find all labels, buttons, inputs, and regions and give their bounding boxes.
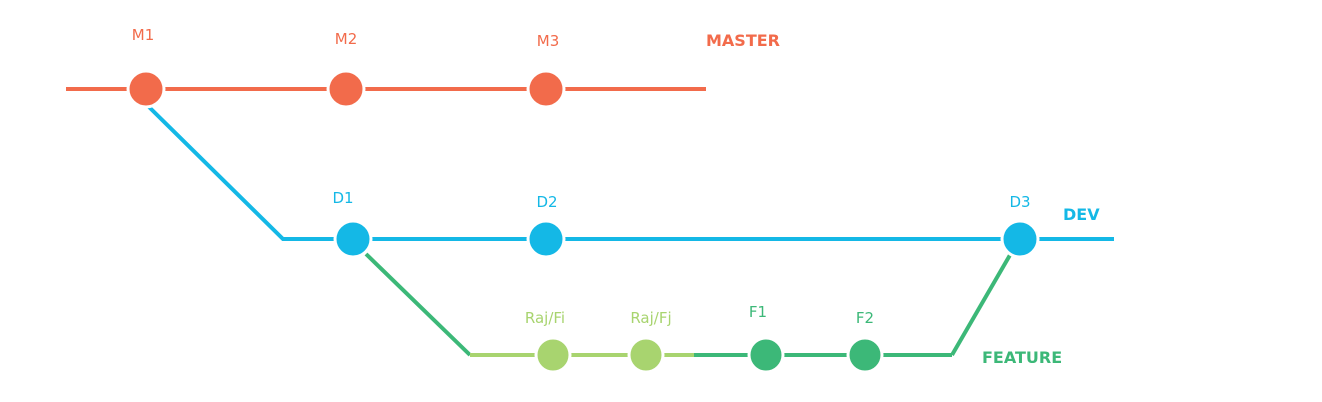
master-branch-label: MASTER (706, 31, 780, 50)
commit-f2-node (846, 336, 884, 374)
commit-raj-fi-label: Raj/Fi (525, 309, 565, 327)
dev-branch-label: DEV (1063, 205, 1100, 224)
commit-d1-node (333, 219, 373, 259)
commit-raj-fi-node (534, 336, 572, 374)
dev-branch-line (146, 104, 1114, 241)
commit-d2-node (526, 219, 566, 259)
feature-branch-diagonal (364, 252, 472, 357)
feature-merge-line (950, 253, 1012, 357)
commit-m1-node (126, 69, 166, 109)
commit-d3-node (1000, 219, 1040, 259)
commit-f2-label: F2 (856, 309, 874, 327)
commit-d1-label: D1 (332, 189, 353, 207)
commit-d3-label: D3 (1009, 193, 1030, 211)
commit-m2-label: M2 (335, 30, 358, 48)
commit-m2-node (326, 69, 366, 109)
commit-f1-label: F1 (749, 303, 767, 321)
commit-m1-label: M1 (132, 26, 155, 44)
commit-raj-fj-label: Raj/Fj (630, 309, 671, 327)
feature-branch-label: FEATURE (982, 348, 1062, 367)
commit-m3-node (526, 69, 566, 109)
commit-f1-node (747, 336, 785, 374)
commit-d2-label: D2 (536, 193, 557, 211)
commit-m3-label: M3 (537, 32, 560, 50)
commit-raj-fj-node (627, 336, 665, 374)
